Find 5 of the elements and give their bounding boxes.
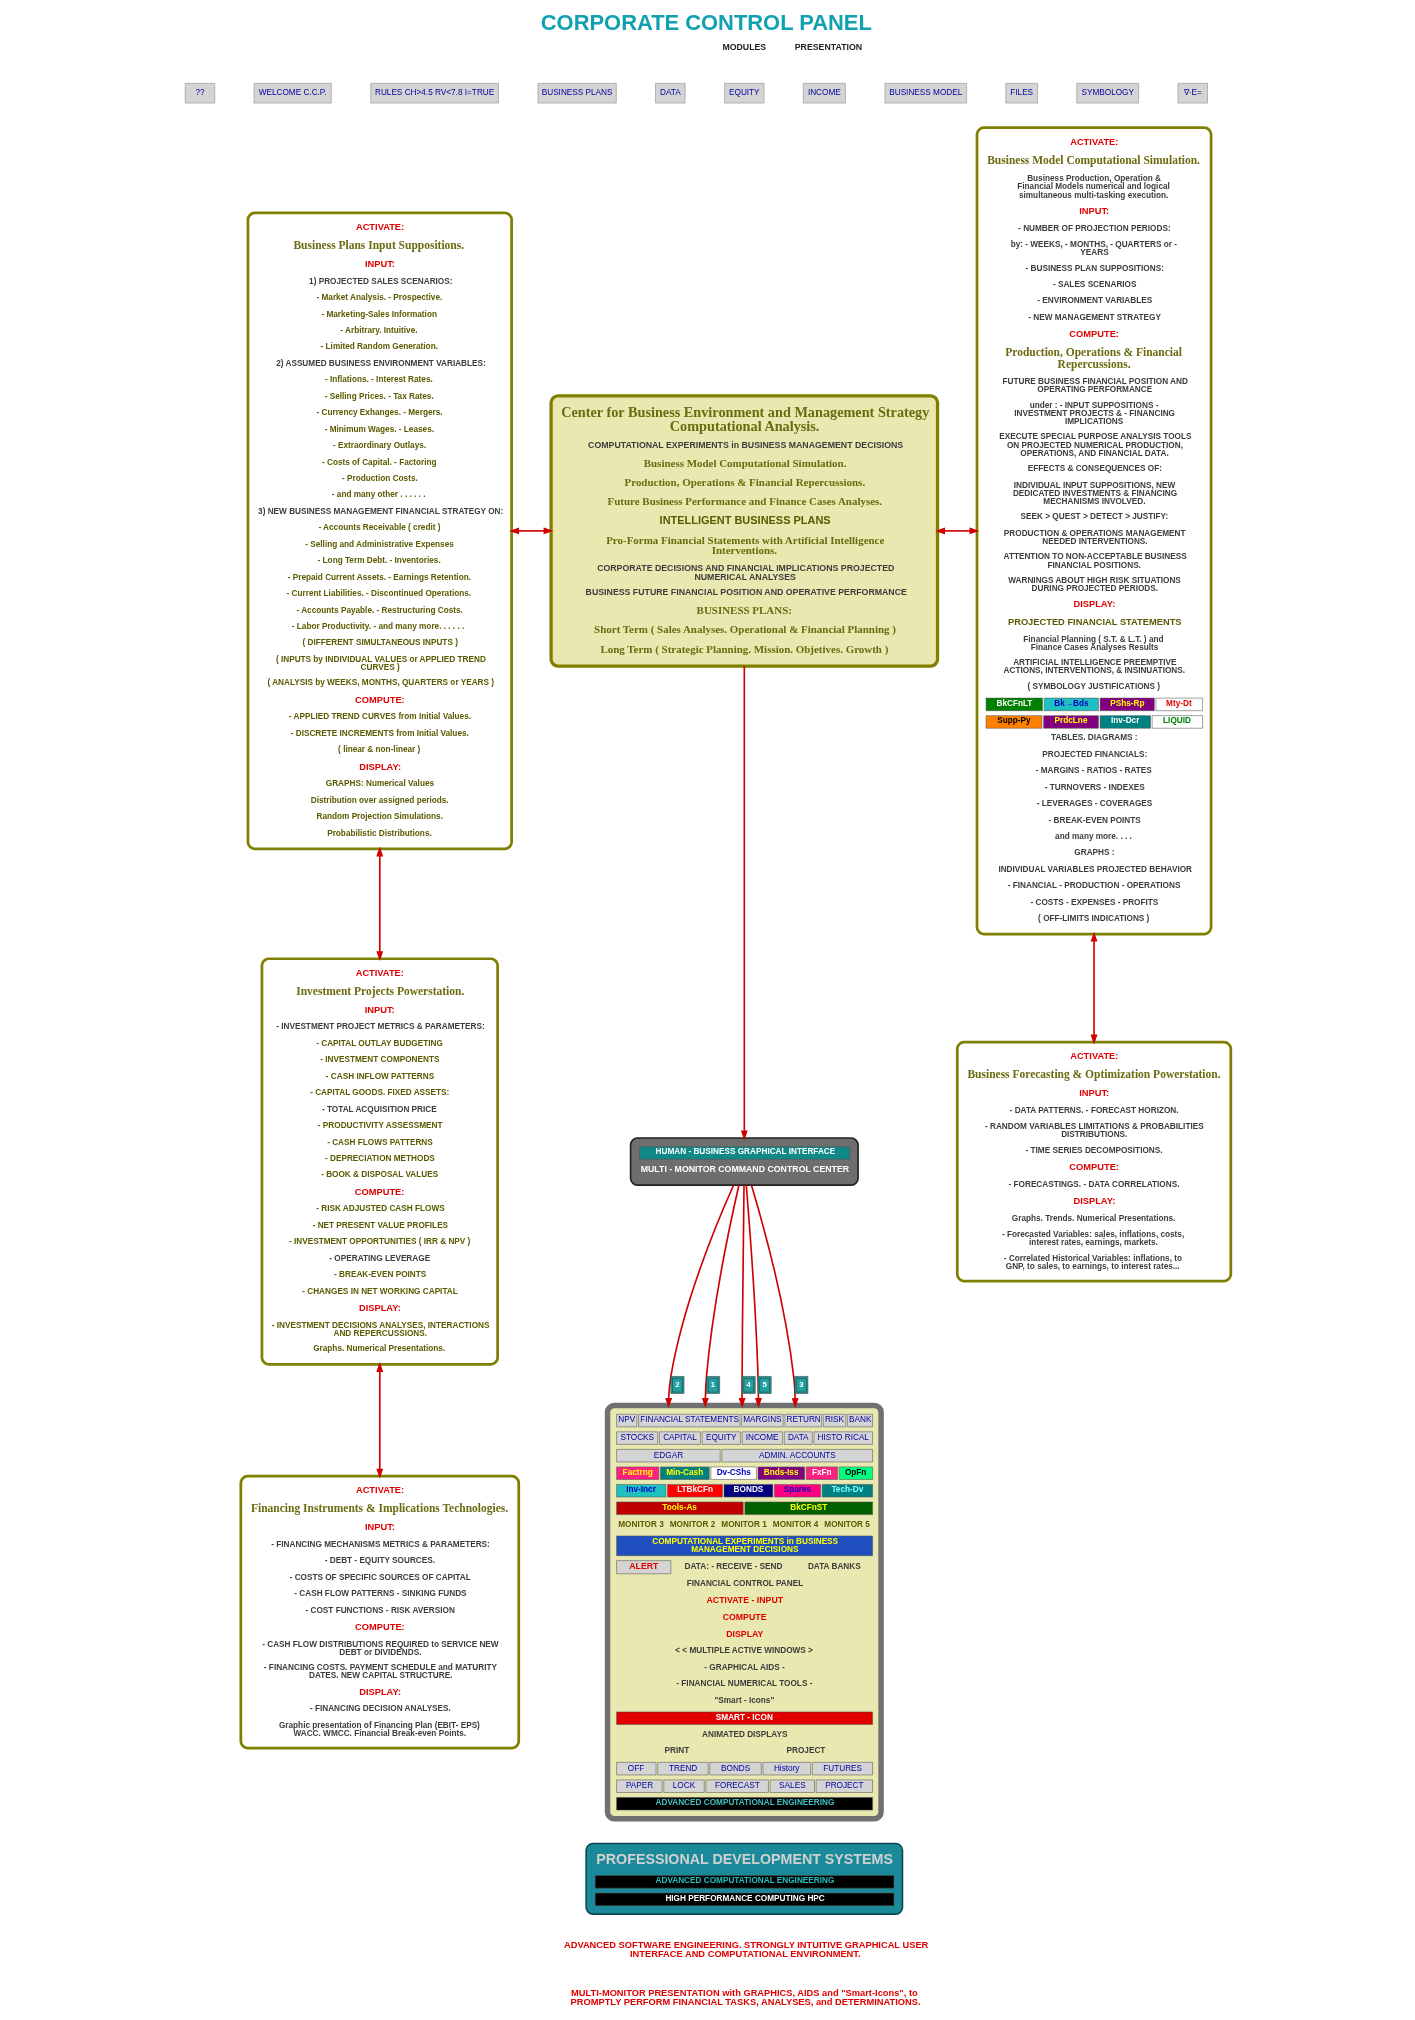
label: ADVANCED SOFTWARE ENGINEERING. STRONGLY INTUITIVE GRAPHICAL USER INTERFACE AND COMPUTATIONAL ENVIRONMENT. [563, 1939, 928, 1960]
label: MODULES [721, 42, 766, 53]
diagram-title: CORPORATE CONTROL PANEL [540, 9, 872, 35]
label: PRESENTATION [794, 42, 862, 53]
label: MULTI-MONITOR PRESENTATION with GRAPHICS, AIDS and "Smart-Icons", to PROMPTLY PERFORM FINANCIAL TASKS, ANALYSES, and DETERMINATIONS. [570, 1987, 921, 2007]
